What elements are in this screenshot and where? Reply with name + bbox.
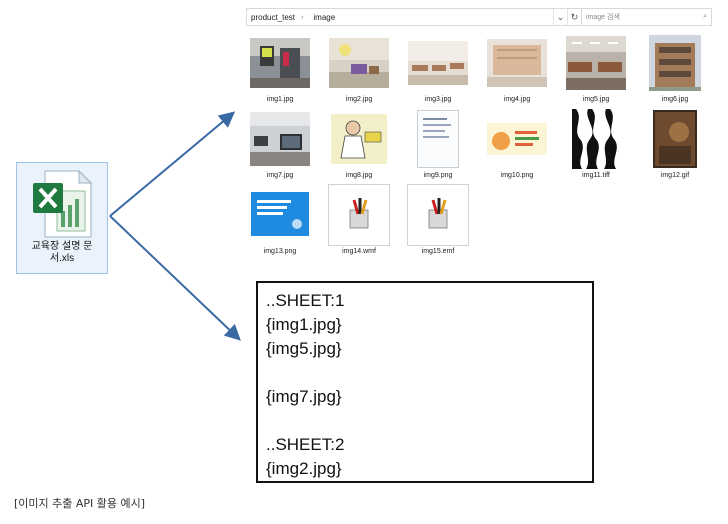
- file-name: img1.jpg: [246, 96, 314, 103]
- file-tile-img3[interactable]: img3.jpg: [404, 32, 472, 103]
- figure-caption: [이미지 추출 API 활용 예시]: [14, 495, 145, 511]
- file-name: img8.jpg: [325, 172, 393, 179]
- result-line: {img5.jpg}: [266, 337, 584, 361]
- file-name: img11.tiff: [562, 172, 630, 179]
- result-line: {img7.jpg}: [266, 385, 584, 409]
- search-placeholder: image 검색: [586, 12, 620, 22]
- result-line: ..SHEET:1: [266, 289, 584, 313]
- file-name: img13.png: [246, 248, 314, 255]
- file-name: img9.png: [404, 172, 472, 179]
- photo-classroom-icon: [407, 32, 469, 94]
- metafile-icon: [328, 184, 390, 246]
- result-line: [266, 361, 584, 385]
- result-line: [266, 409, 584, 433]
- photo-wall-icon: [486, 32, 548, 94]
- file-tile-img10[interactable]: img10.png: [483, 108, 551, 179]
- file-tile-img11[interactable]: img11.tiff: [562, 108, 630, 179]
- file-tile-img13[interactable]: img13.png: [246, 184, 314, 255]
- file-name: img2.jpg: [325, 96, 393, 103]
- file-tile-img8[interactable]: img8.jpg: [325, 108, 393, 179]
- excel-file[interactable]: 교육장 설명 문서.xls: [16, 162, 108, 274]
- result-line: ..SHEET:2: [266, 433, 584, 457]
- photo-building-icon: [644, 32, 706, 94]
- pattern-icon: [565, 108, 627, 170]
- file-name: img4.jpg: [483, 96, 551, 103]
- arrow-to-result: [110, 216, 238, 338]
- file-tile-img12[interactable]: img12.gif: [641, 108, 709, 179]
- breadcrumb-image[interactable]: image: [309, 13, 335, 22]
- search-input[interactable]: image 검색 ⌕: [581, 9, 711, 25]
- file-name: img15.emf: [404, 248, 472, 255]
- file-tile-img6[interactable]: img6.jpg: [641, 32, 709, 103]
- poster-icon: [249, 184, 311, 246]
- file-tile-img15[interactable]: img15.emf: [404, 184, 472, 255]
- file-tile-img1[interactable]: img1.jpg: [246, 32, 314, 103]
- document-icon: [407, 108, 469, 170]
- banner-icon: [486, 108, 548, 170]
- refresh-icon[interactable]: ↻: [567, 9, 581, 25]
- explorer-address-bar: product_test › image ⌄ ↻ image 검색 ⌕: [246, 8, 712, 26]
- file-name: img14.wmf: [325, 248, 393, 255]
- excel-file-icon: [31, 169, 93, 239]
- result-line: {img1.jpg}: [266, 313, 584, 337]
- metafile-icon: [407, 184, 469, 246]
- file-name: img3.jpg: [404, 96, 472, 103]
- file-tile-img2[interactable]: img2.jpg: [325, 32, 393, 103]
- photo-lounge-icon: [328, 32, 390, 94]
- result-line: {img2.jpg}: [266, 457, 584, 481]
- file-name: img12.gif: [641, 172, 709, 179]
- chevron-down-icon[interactable]: ⌄: [553, 9, 567, 25]
- file-tile-img4[interactable]: img4.jpg: [483, 32, 551, 103]
- file-tile-img7[interactable]: img7.jpg: [246, 108, 314, 179]
- file-tile-img14[interactable]: img14.wmf: [325, 184, 393, 255]
- breadcrumb-product-test[interactable]: product_test: [247, 13, 295, 22]
- extraction-result-box: ..SHEET:1 {img1.jpg} {img5.jpg} {img7.jp…: [256, 281, 594, 483]
- search-icon: ⌕: [703, 13, 707, 21]
- photo-lab-icon: [565, 32, 627, 94]
- file-tile-img9[interactable]: img9.png: [404, 108, 472, 179]
- file-name: img7.jpg: [246, 172, 314, 179]
- photo-computer-room-icon: [249, 108, 311, 170]
- photo-kiosk-icon: [249, 32, 311, 94]
- file-name: img10.png: [483, 172, 551, 179]
- file-tile-img5[interactable]: img5.jpg: [562, 32, 630, 103]
- file-name: img5.jpg: [562, 96, 630, 103]
- file-name: img6.jpg: [641, 96, 709, 103]
- arrow-to-images: [110, 114, 232, 216]
- illustration-icon: [328, 108, 390, 170]
- painting-icon: [644, 108, 706, 170]
- excel-file-name: 교육장 설명 문서.xls: [17, 241, 107, 265]
- breadcrumb-separator-icon: ›: [295, 14, 309, 21]
